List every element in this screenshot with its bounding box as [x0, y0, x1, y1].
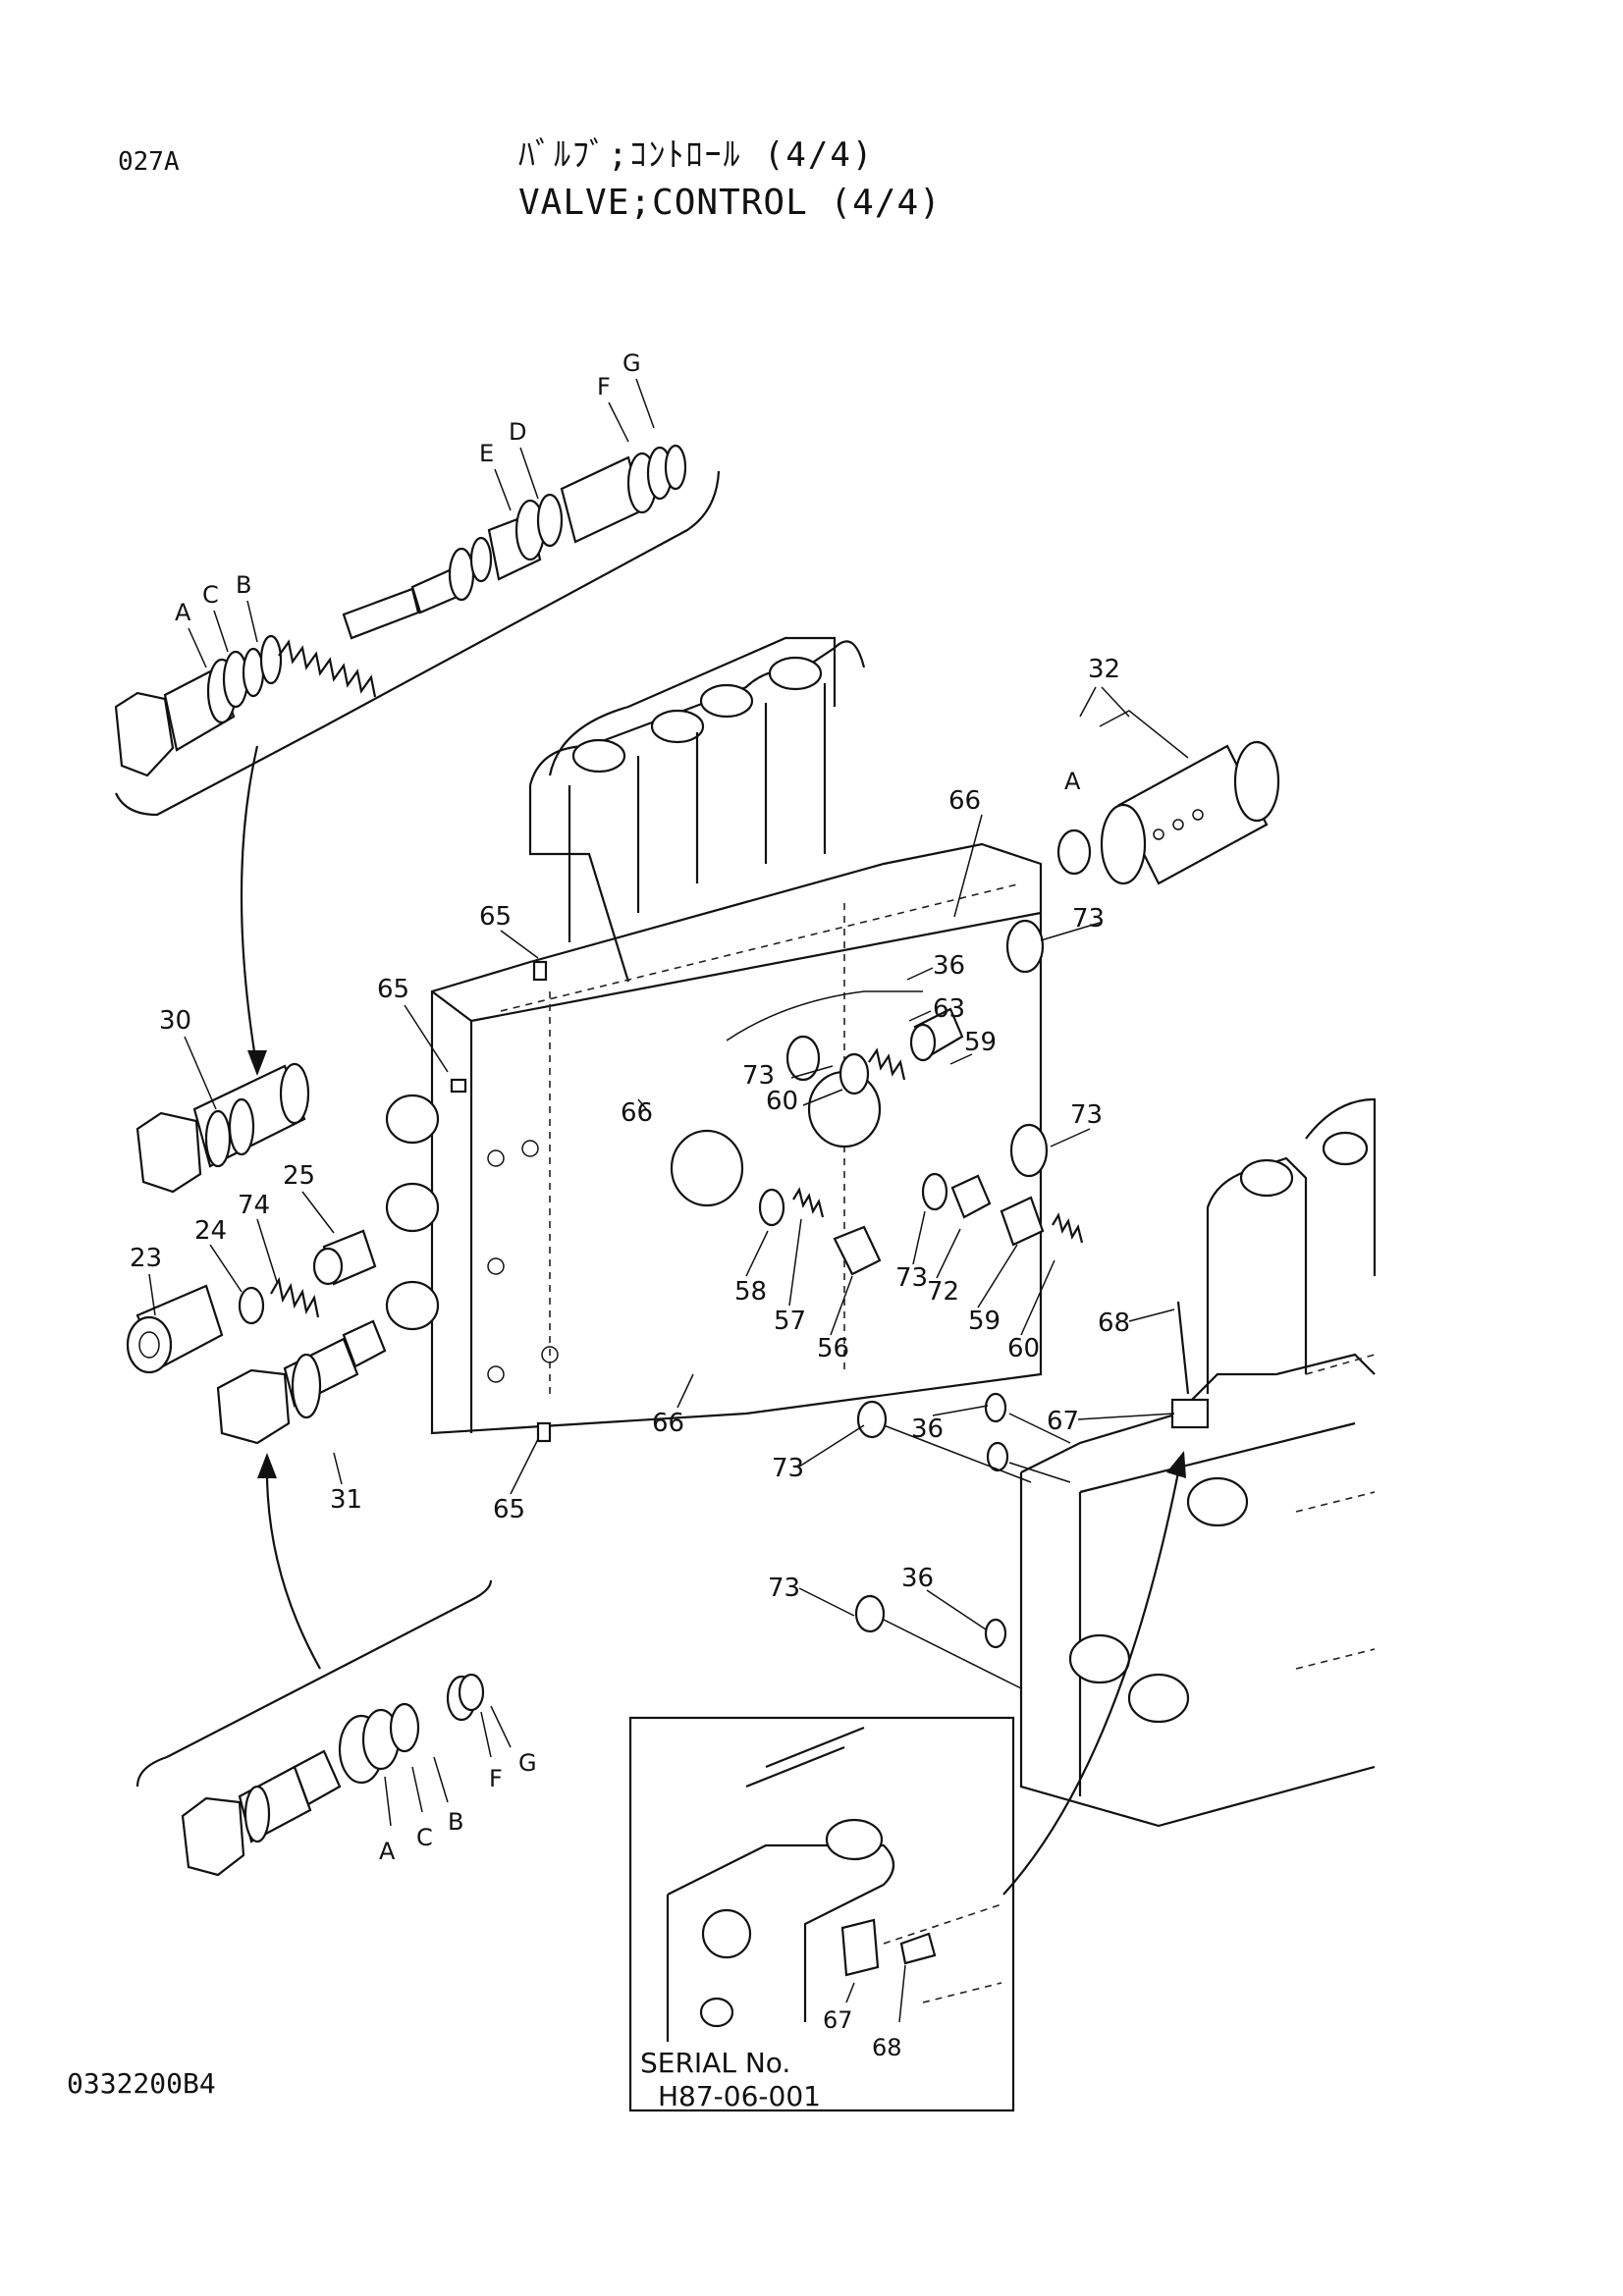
detail-label-f: F	[597, 373, 611, 400]
callout-30: 30	[159, 1006, 191, 1036]
lower-detail-label-c: C	[416, 1824, 433, 1851]
callout-73: 73	[772, 1454, 804, 1483]
callout-66: 66	[652, 1409, 684, 1438]
lower-detail-label-f: F	[489, 1765, 503, 1792]
detail-label-a: A	[175, 599, 191, 626]
page-title-japanese: ﾊﾞﾙﾌﾞ;ｺﾝﾄﾛｰﾙ (4/4)	[518, 135, 875, 175]
detail-label-d: D	[509, 418, 526, 446]
page-title: VALVE;CONTROL (4/4)	[518, 183, 942, 223]
callout-36: 36	[901, 1564, 934, 1593]
callout-32: 32	[1088, 655, 1120, 684]
inset-callout-68: 68	[872, 2034, 902, 2061]
callout-58: 58	[734, 1277, 767, 1307]
center-small-parts	[450, 919, 1084, 1443]
callout-labels: 32 A 66 73 36 63 65 65 59 73 60 66 30 73…	[130, 655, 1175, 1630]
callout-59: 59	[968, 1307, 1001, 1336]
callout-63: 63	[933, 994, 965, 1024]
detail-label-e: E	[479, 440, 494, 467]
callout-24: 24	[194, 1216, 227, 1246]
callout-65: 65	[493, 1495, 525, 1524]
detail-label-g: G	[622, 349, 641, 377]
document-number: 0332200B4	[67, 2067, 216, 2100]
callout-68: 68	[1098, 1308, 1130, 1338]
detail-label-c: C	[202, 581, 219, 609]
callout-36: 36	[911, 1415, 944, 1444]
callout-66: 66	[621, 1098, 653, 1128]
control-valve-block	[385, 636, 1043, 1435]
left-side-parts	[126, 1062, 387, 1445]
callout-31: 31	[330, 1485, 362, 1515]
right-valve-section	[854, 1097, 1377, 1828]
callout-73: 73	[1070, 1100, 1103, 1130]
callout-59: 59	[964, 1028, 997, 1057]
callout-60: 60	[1007, 1334, 1040, 1363]
page-id: 027A	[118, 147, 180, 177]
callout-67: 67	[1047, 1407, 1079, 1436]
callout-73: 73	[768, 1574, 800, 1603]
callout-36: 36	[933, 951, 965, 981]
callout-72: 72	[927, 1277, 959, 1307]
lower-detail-label-g: G	[518, 1749, 537, 1777]
callout-65: 65	[479, 902, 512, 932]
callout-74: 74	[238, 1191, 270, 1220]
callout-73: 73	[895, 1263, 928, 1293]
lower-detail-label-b: B	[448, 1808, 463, 1836]
callout-56: 56	[817, 1334, 849, 1363]
inset-callout-67: 67	[823, 2006, 853, 2034]
part-32-cartridge	[1056, 710, 1280, 885]
serial-label: SERIAL No.	[640, 2047, 791, 2079]
callout-73: 73	[742, 1061, 775, 1091]
lower-relief-valve-detail: A C B F G	[135, 1453, 537, 1877]
detail-label-b: B	[236, 571, 251, 599]
callout-57: 57	[774, 1307, 806, 1336]
serial-inset: 67 68	[628, 1451, 1186, 2112]
callout-23: 23	[130, 1244, 162, 1273]
callout-66: 66	[948, 786, 981, 816]
callout-60: 60	[766, 1087, 798, 1116]
callout-25: 25	[283, 1161, 315, 1191]
callout-32-a: A	[1064, 768, 1081, 795]
lower-detail-label-a: A	[379, 1838, 396, 1865]
serial-value: H87-06-001	[658, 2080, 821, 2112]
callout-65: 65	[377, 975, 409, 1004]
upper-relief-valve-detail: A C B E D F G	[114, 349, 721, 1076]
